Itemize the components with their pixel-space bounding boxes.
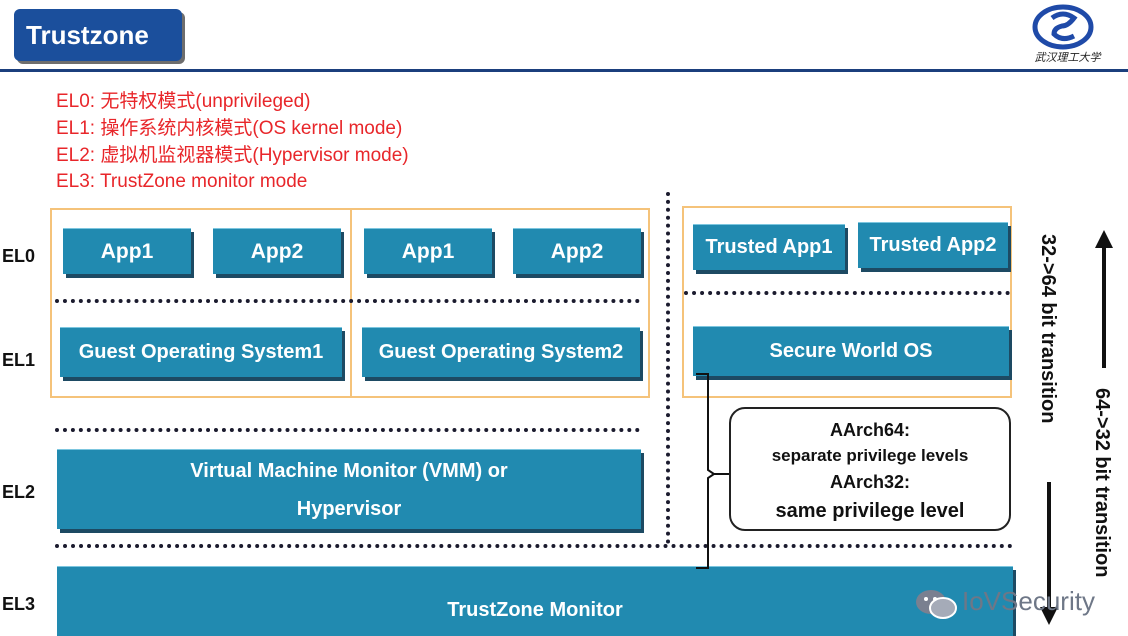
secure-world-panel — [682, 206, 1012, 398]
el1-el2-separator — [55, 428, 640, 432]
wechat-icon — [916, 590, 957, 619]
vm2-app1: App1 — [364, 228, 492, 274]
el2-el3-separator — [55, 544, 1013, 548]
bracket-connector — [696, 373, 730, 569]
trustzone-monitor: TrustZone Monitor — [57, 566, 1013, 636]
arrow-down-icon — [1040, 482, 1058, 625]
transition-32-to-64: 32->64 bit transition — [1037, 234, 1059, 424]
vmm-hypervisor: Virtual Machine Monitor (VMM) or Hypervi… — [57, 449, 641, 529]
header-divider — [0, 69, 1128, 72]
el0-el1-separator-secure — [684, 291, 1010, 295]
el0-el1-separator-normal — [55, 299, 640, 303]
legend-el2: EL2: 虚拟机监视器模式(Hypervisor mode) — [56, 145, 409, 166]
callout-aarch32: AArch32: — [829, 472, 911, 492]
callout-aarch64: AArch64: — [829, 420, 911, 440]
university-logo-caption: 武汉理工大学 — [1034, 51, 1101, 64]
transition-64-to-32: 64->32 bit transition — [1091, 388, 1113, 578]
callout-aarch32-desc: same privilege level — [775, 500, 965, 522]
vm2-panel — [350, 208, 650, 398]
vmm-line1: Virtual Machine Monitor (VMM) or — [190, 459, 508, 482]
slide-title: Trustzone — [14, 9, 182, 61]
vm2-app2: App2 — [513, 228, 641, 274]
legend-el1: EL1: 操作系统内核模式(OS kernel mode) — [56, 118, 403, 139]
watermark-text: IoVSecurity — [962, 586, 1095, 616]
legend-el3: EL3: TrustZone monitor mode — [56, 171, 308, 192]
callout-aarch64-desc: separate privilege levels — [771, 446, 969, 465]
arrow-up-icon — [1095, 230, 1113, 368]
aarch-callout: AArch64: separate privilege levels AArch… — [729, 407, 1011, 531]
guest-os2: Guest Operating System2 — [362, 327, 640, 377]
university-logo-icon — [1032, 4, 1094, 50]
secure-world-os: Secure World OS — [693, 326, 1009, 376]
vm1-app1: App1 — [63, 228, 191, 274]
trusted-app2: Trusted App2 — [858, 222, 1008, 268]
level-label-el0: EL0 — [2, 246, 36, 266]
vmm-line2: Hypervisor — [296, 497, 402, 520]
level-label-el2: EL2 — [2, 482, 36, 502]
world-divider — [666, 192, 670, 544]
level-label-el3: EL3 — [2, 594, 36, 614]
trusted-app1: Trusted App1 — [693, 224, 845, 270]
level-label-el1: EL1 — [2, 350, 36, 370]
legend-el0: EL0: 无特权模式(unprivileged) — [56, 91, 311, 112]
guest-os1: Guest Operating System1 — [60, 327, 342, 377]
vm1-app2: App2 — [213, 228, 341, 274]
